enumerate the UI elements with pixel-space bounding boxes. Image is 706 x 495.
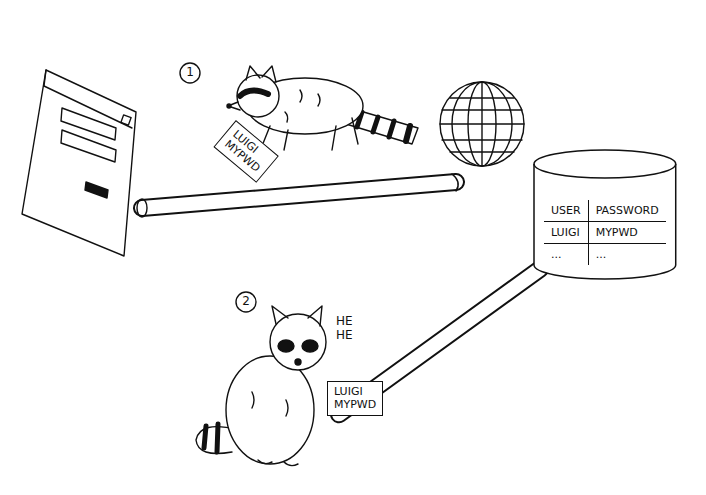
table-cell: USER	[544, 200, 589, 222]
speech-text: HE HE	[336, 314, 360, 343]
callout-circle	[236, 292, 256, 312]
tube	[137, 174, 458, 217]
paper-note: LUIGI MYPWD	[327, 381, 383, 416]
table-cell: ...	[589, 244, 666, 265]
cylinder-rim	[534, 164, 676, 178]
note-text: LUIGI MYPWD	[222, 128, 271, 174]
globe	[440, 82, 524, 166]
raccoon	[196, 306, 326, 466]
table-cell: PASSWORD	[589, 200, 666, 222]
cylinder-outline	[534, 150, 676, 279]
table-cell: ...	[544, 244, 589, 265]
login-window	[22, 70, 136, 256]
database-cylinder: USERPASSWORDLUIGIMYPWD......	[534, 150, 676, 279]
callout-number: 2	[237, 294, 255, 308]
callout-number: 1	[181, 65, 199, 79]
callout-circle	[180, 63, 200, 83]
table: USERPASSWORDLUIGIMYPWD......	[544, 200, 666, 265]
table-cell: LUIGI	[544, 222, 589, 244]
note-text: LUIGI MYPWD	[334, 386, 376, 411]
table-cell: MYPWD	[589, 222, 666, 244]
